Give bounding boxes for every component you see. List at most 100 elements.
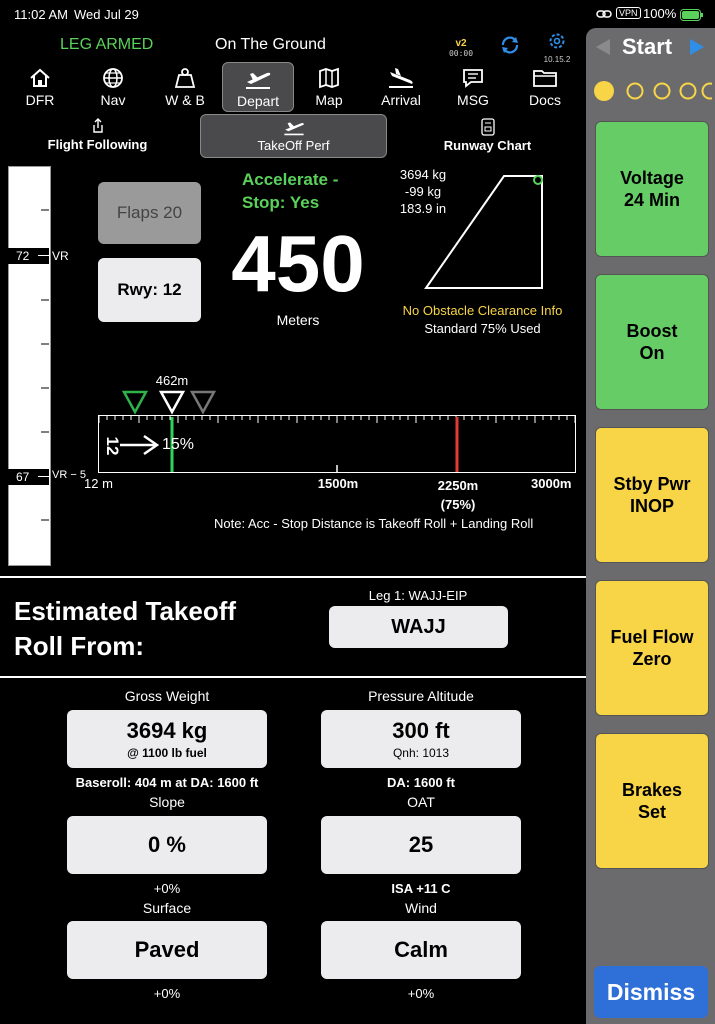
gross-weight-button[interactable]: 3694 kg @ 1100 lb fuel xyxy=(67,710,267,768)
speed-tape-upper: 72 VR xyxy=(8,248,98,264)
wind-note: +0% xyxy=(407,986,435,1001)
checklist-card-brakes[interactable]: Brakes Set xyxy=(595,733,709,869)
checklist-card-voltage[interactable]: Voltage 24 Min xyxy=(595,121,709,257)
sync-icon[interactable] xyxy=(499,34,521,61)
nav-msg[interactable]: MSG xyxy=(438,62,508,110)
page-dot xyxy=(679,82,697,100)
folder-icon xyxy=(533,70,557,87)
nav-map[interactable]: Map xyxy=(294,62,364,110)
oat-note: ISA +11 C xyxy=(391,881,451,896)
nav-label: Depart xyxy=(236,93,280,109)
page-dot xyxy=(701,82,712,100)
weight-icon xyxy=(174,68,196,88)
marker-gray-triangle xyxy=(189,390,217,415)
page-dot xyxy=(653,82,671,100)
nav-label: Arrival xyxy=(381,92,421,108)
nav-label: Nav xyxy=(100,92,126,108)
slope-button[interactable]: 0 % xyxy=(67,816,267,874)
runway-start-label: 12 m xyxy=(84,476,113,491)
checklist-card-stby-pwr[interactable]: Stby Pwr INOP xyxy=(595,427,709,563)
divider xyxy=(0,576,586,578)
map-icon xyxy=(319,67,339,89)
status-date: Wed Jul 29 xyxy=(74,7,139,22)
build-number: 10.15.2 xyxy=(543,55,571,64)
nav-label: Map xyxy=(315,92,343,108)
nav-dfr[interactable]: DFR xyxy=(5,62,75,110)
vr-minus-marker: VR − 5 xyxy=(52,469,86,481)
speed-tape xyxy=(8,166,51,566)
flaps-button[interactable]: Flaps 20 xyxy=(98,182,201,244)
nav-label: MSG xyxy=(457,92,489,108)
weight-readout: 3694 kg -99 kg 183.9 in xyxy=(399,167,447,216)
surface-note: +0% xyxy=(153,986,181,1001)
nav-docs[interactable]: Docs xyxy=(510,62,580,110)
runway-heading: 12 xyxy=(103,436,122,456)
runway-heading-arrow xyxy=(104,430,164,460)
divider xyxy=(0,676,586,678)
page-dots xyxy=(594,81,712,101)
gross-weight-note: Baseroll: 404 m at DA: 1600 ft xyxy=(75,775,259,790)
nav-label: W & B xyxy=(165,92,205,108)
vpn-badge: VPN xyxy=(616,7,641,19)
dismiss-button[interactable]: Dismiss xyxy=(594,966,708,1018)
nav-arrival[interactable]: Arrival xyxy=(366,62,436,110)
leg-status: LEG ARMED xyxy=(60,36,154,53)
runway-markers xyxy=(121,390,217,415)
nav-weight-balance[interactable]: W & B xyxy=(150,62,220,110)
acc-stop-note: Note: Acc - Stop Distance is Takeoff Rol… xyxy=(214,516,534,531)
wind-button[interactable]: Calm xyxy=(321,921,521,979)
slope-percent: 15% xyxy=(162,436,195,453)
nav-nav[interactable]: Nav xyxy=(78,62,148,110)
surface-label: Surface xyxy=(142,900,192,916)
runway-mid-label: 1500m xyxy=(317,476,359,491)
battery-icon xyxy=(680,8,704,26)
estimate-title: Estimated Takeoff Roll From: xyxy=(14,596,237,661)
checklist-card-boost[interactable]: Boost On xyxy=(595,274,709,410)
vr-marker: VR xyxy=(52,249,69,263)
standard-note: Standard 75% Used xyxy=(424,321,541,336)
slope-label: Slope xyxy=(149,794,185,810)
runway-ticks xyxy=(98,415,576,473)
slope-note: +0% xyxy=(153,881,181,896)
speed-tape-ticks xyxy=(41,209,49,521)
pressure-altitude-button[interactable]: 300 ft Qnh: 1013 xyxy=(321,710,521,768)
obstacle-note: No Obstacle Clearance Info xyxy=(402,303,563,318)
marker-distance: 462m xyxy=(155,373,189,388)
oat-label: OAT xyxy=(407,794,435,810)
nav-label: DFR xyxy=(25,92,55,108)
page-dot-active xyxy=(594,81,614,101)
runway-limit-label: 2250m (75%) xyxy=(437,478,479,512)
gross-weight-label: Gross Weight xyxy=(124,688,210,704)
oat-button[interactable]: 25 xyxy=(321,816,521,874)
runway-button[interactable]: Rwy: 12 xyxy=(98,258,201,322)
next-arrow-icon[interactable] xyxy=(688,38,706,61)
page-dot xyxy=(626,82,644,100)
chart-doc-icon xyxy=(480,117,495,136)
tab-flight-following[interactable]: Flight Following xyxy=(40,114,155,156)
distance-unit: Meters xyxy=(276,312,320,328)
departure-airport-button[interactable]: WAJJ xyxy=(329,606,508,648)
pressure-altitude-note: DA: 1600 ft xyxy=(387,775,455,790)
message-icon xyxy=(463,69,483,88)
nav-label: Docs xyxy=(529,92,561,108)
surface-button[interactable]: Paved xyxy=(67,921,267,979)
version-badge: v2 00:00 xyxy=(448,38,474,58)
settings-icon[interactable]: 10.15.2 xyxy=(540,32,574,64)
departure-icon xyxy=(283,121,304,135)
checklist-card-fuel-flow[interactable]: Fuel Flow Zero xyxy=(595,580,709,716)
nav-depart[interactable]: Depart xyxy=(222,62,294,112)
arrival-icon xyxy=(389,68,413,88)
speed-tape-lower: 67 VR − 5 xyxy=(8,469,98,485)
distance-value: 450 xyxy=(231,219,365,308)
tab-runway-chart[interactable]: Runway Chart xyxy=(430,114,545,156)
link-icon xyxy=(596,7,612,25)
tab-takeoff-perf[interactable]: TakeOff Perf xyxy=(200,114,387,158)
marker-green-triangle xyxy=(121,390,149,415)
battery-percent: 100% xyxy=(643,6,677,21)
prev-arrow-icon[interactable] xyxy=(594,38,612,61)
globe-icon xyxy=(103,68,123,88)
status-time: 11:02 AM xyxy=(14,7,68,22)
runway-end-label: 3000m xyxy=(531,476,572,491)
runway-bar xyxy=(98,415,576,473)
home-icon xyxy=(30,68,50,87)
